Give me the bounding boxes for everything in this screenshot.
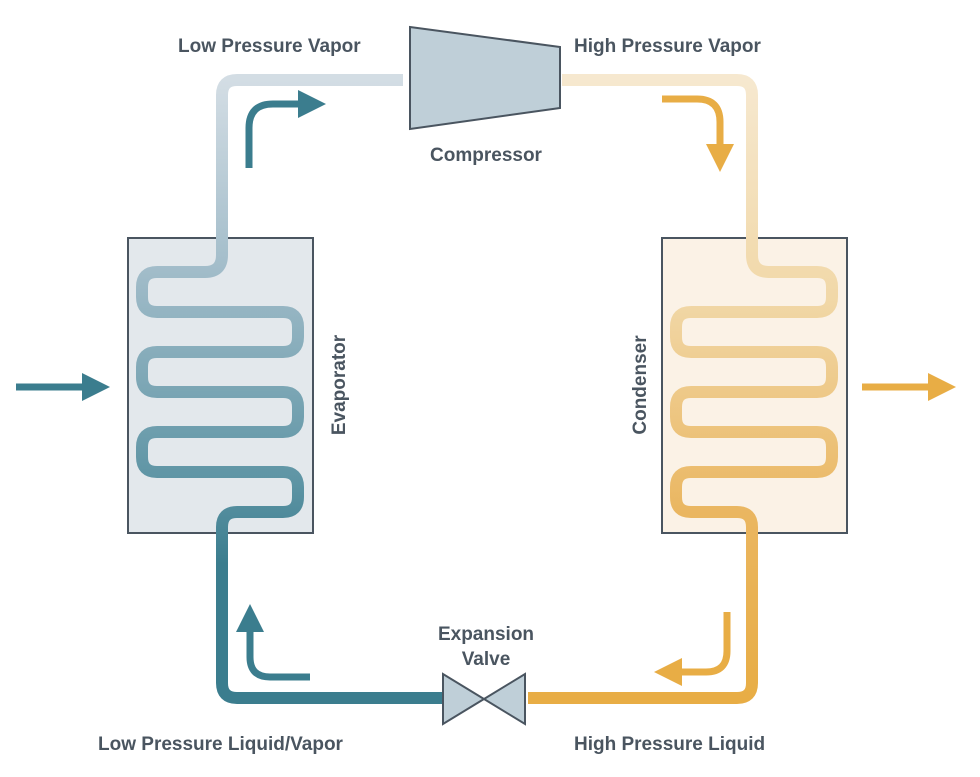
label-compressor: Compressor (430, 145, 543, 166)
flow-arrow-evaporator-outlet (245, 90, 326, 168)
label-expansion-valve-line2: Valve (462, 649, 511, 670)
label-low-pressure-vapor: Low Pressure Vapor (178, 36, 361, 57)
evaporator-box (127, 237, 314, 534)
evaporator-pipe (136, 74, 445, 704)
label-expansion-valve-line1: Expansion (438, 624, 534, 645)
expansion-valve-left (442, 672, 486, 726)
expansion-valve-right (482, 672, 526, 726)
flow-arrow-compressor-outlet (662, 95, 734, 172)
compressor (409, 25, 561, 131)
label-high-pressure-vapor: High Pressure Vapor (574, 36, 762, 57)
flow-arrow-valve-outlet (236, 604, 310, 681)
condenser-box (661, 237, 848, 534)
flow-arrow-condenser-outlet (654, 612, 731, 686)
label-high-pressure-liquid: High Pressure Liquid (574, 734, 765, 755)
condenser-pipe (528, 74, 838, 704)
label-evaporator: Evaporator (329, 334, 350, 435)
label-low-pressure-liquid-vapor: Low Pressure Liquid/Vapor (98, 734, 344, 755)
label-condenser: Condenser (630, 335, 651, 435)
